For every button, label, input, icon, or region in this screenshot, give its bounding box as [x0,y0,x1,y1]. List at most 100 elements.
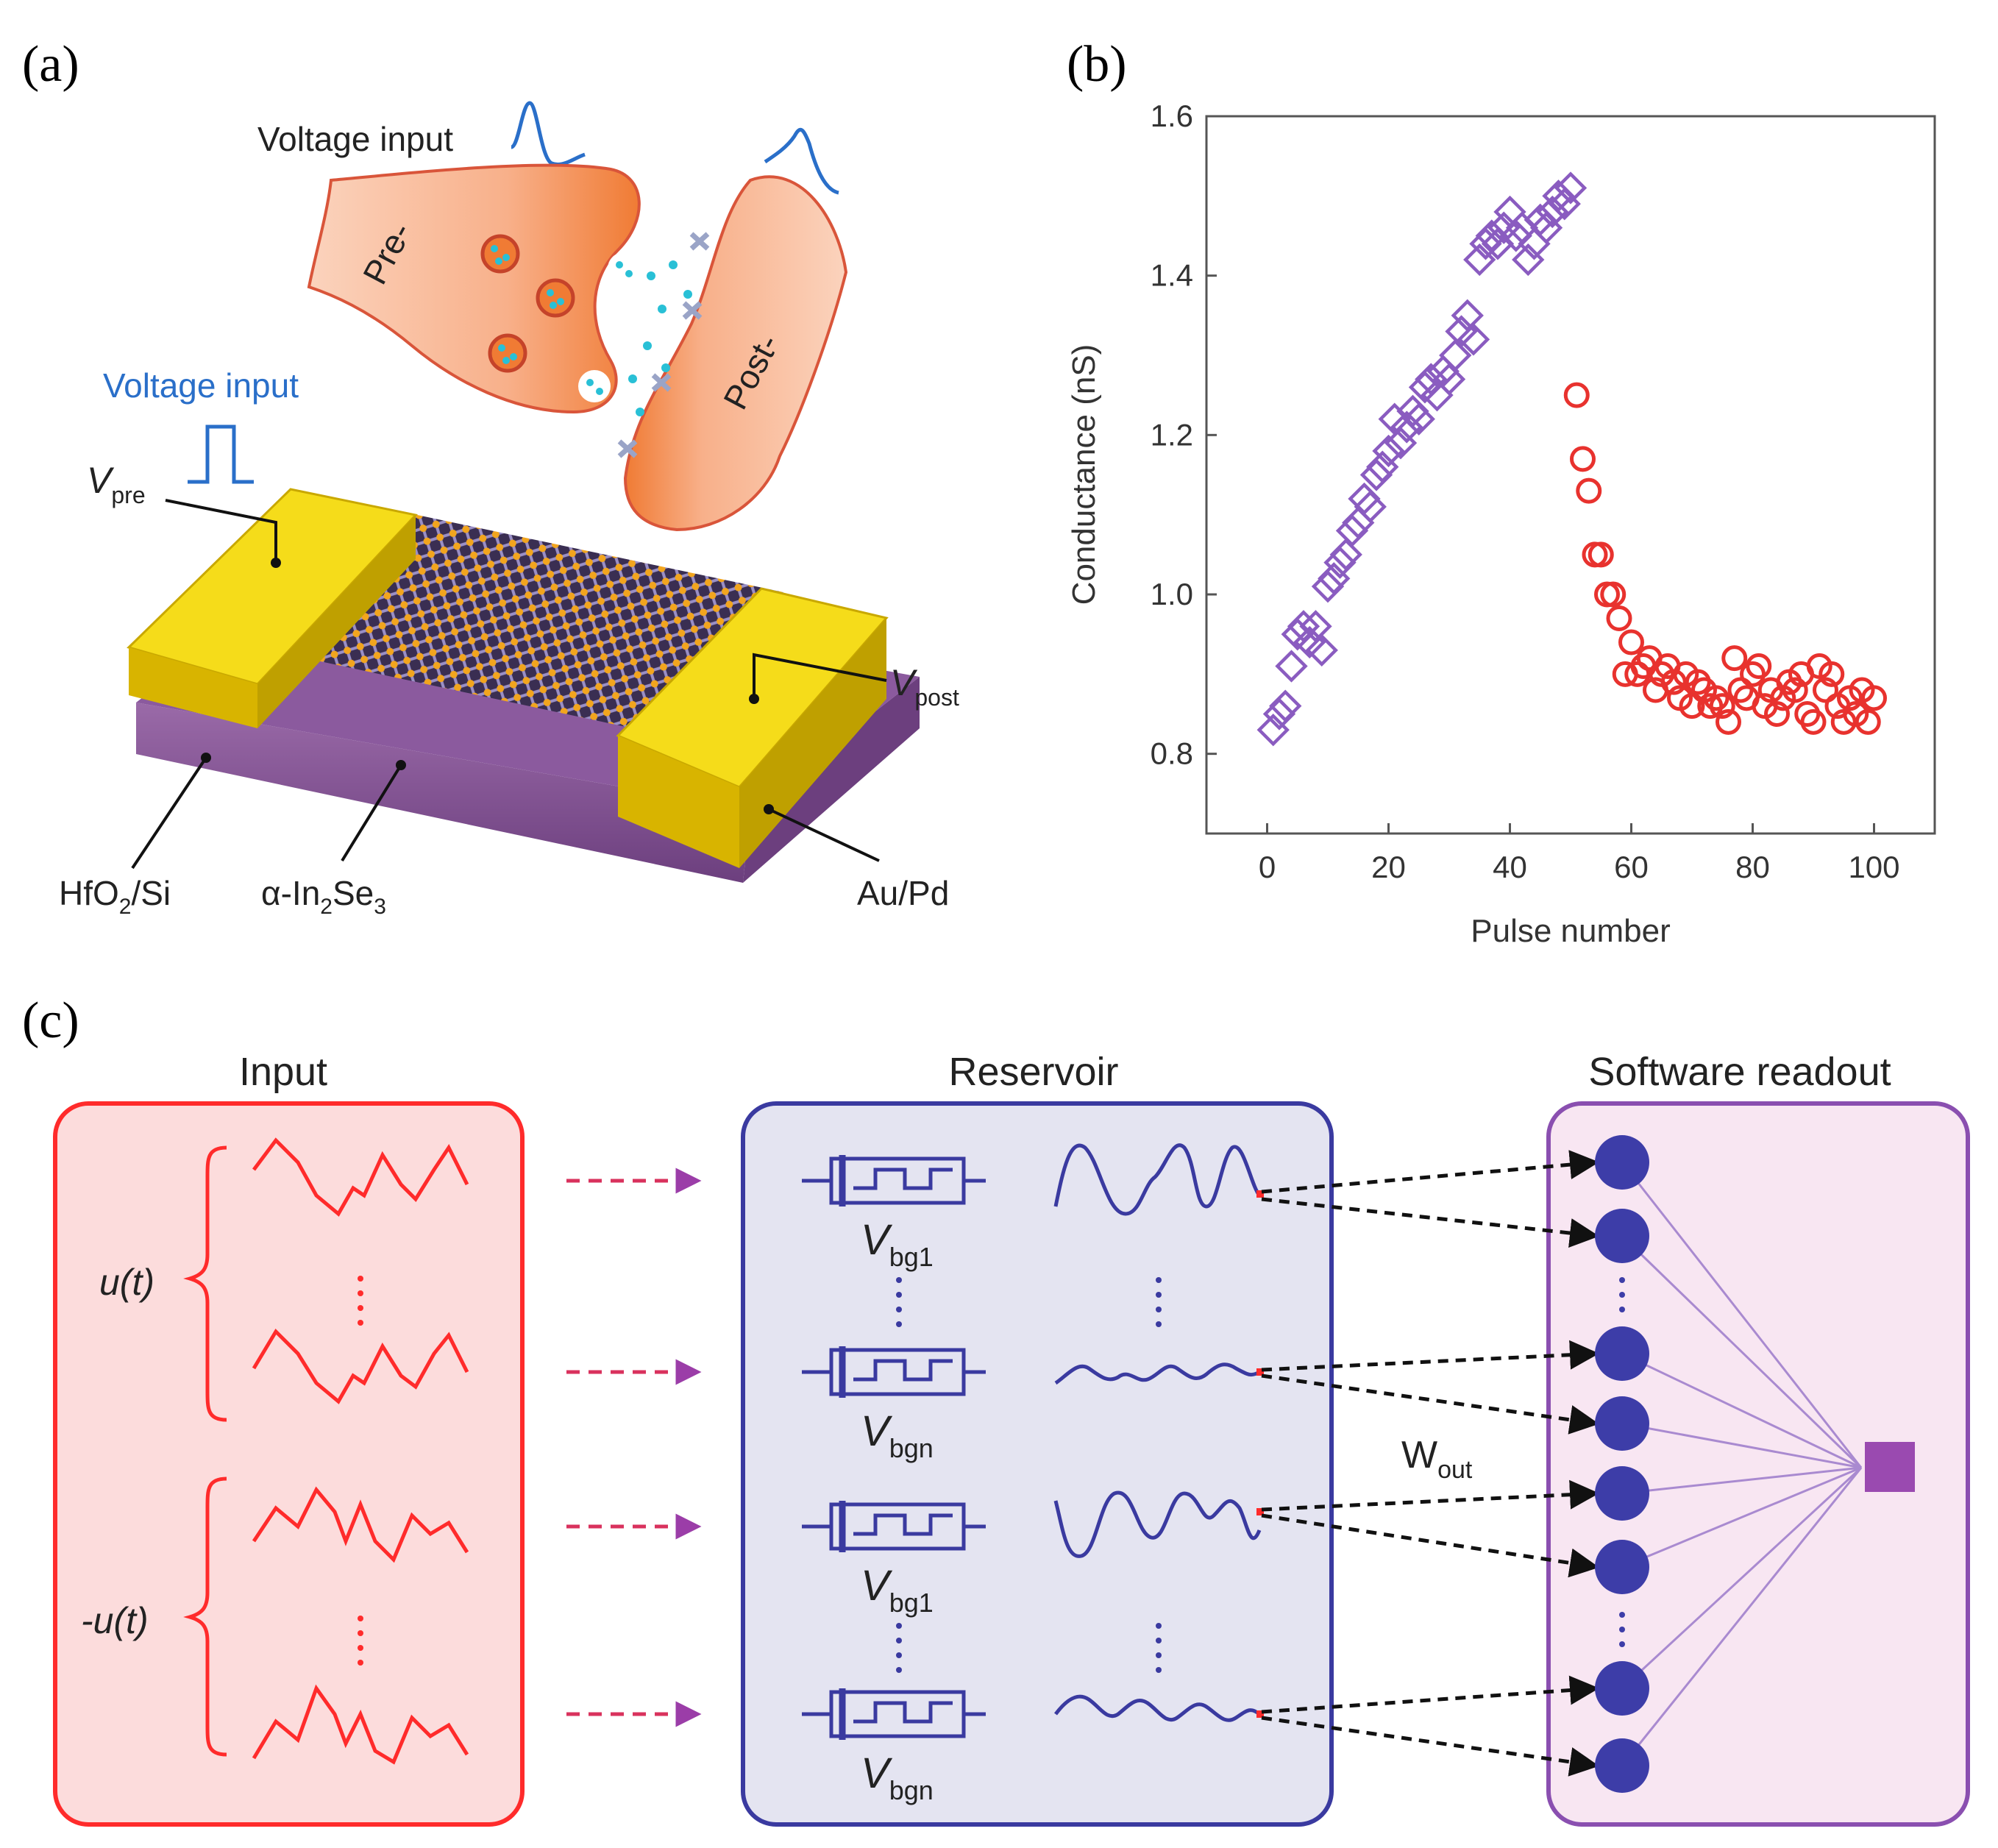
input-ellipsis [358,1276,363,1666]
x-tick-label: 0 [1259,850,1276,884]
x-tick-label: 20 [1371,850,1406,884]
x-tick-label: 100 [1848,850,1899,884]
diamond-marker [1287,610,1320,643]
reservoir-box [741,1101,1334,1827]
readout-node [1595,1661,1649,1716]
circle-marker [1819,661,1845,687]
diamond-marker [1457,323,1490,356]
reservoir-title: Reservoir [948,1050,1118,1094]
diamond-marker [1499,219,1532,252]
reservoir-states [1053,1143,1262,1722]
readout-ellipsis [1619,1277,1625,1647]
input-u-label: u(t) [99,1262,154,1303]
circle-marker [1709,693,1735,719]
y-axis: 0.81.01.21.41.6 [1151,99,1217,771]
circle-marker [1576,477,1602,504]
reservoir-devices [802,1155,986,1740]
vbg1-label-top: Vbg1 [861,1216,934,1272]
readout-nodes [1595,1135,1649,1793]
x-tick-label: 80 [1735,850,1770,884]
v-post-leader [753,653,887,699]
circle-marker [1764,701,1790,727]
diamond-marker [1269,689,1302,722]
x-tick-label: 60 [1614,850,1649,884]
substrate-side-face [743,677,920,883]
presynaptic-terminal [307,163,641,414]
postsynaptic-terminal [623,175,848,532]
diamond-marker [1311,569,1345,603]
circle-marker [1746,653,1772,679]
vbgn-label-bottom: Vbgn [861,1749,934,1805]
input-box [53,1101,525,1827]
circle-marker [1782,677,1808,703]
y-tick-label: 1.4 [1151,258,1193,293]
spike-waveform-pre [510,101,586,166]
diamond-marker [1402,402,1435,436]
readout-title: Software readout [1588,1050,1891,1094]
readout-node [1595,1209,1649,1263]
diamond-marker [1275,650,1308,683]
plot-frame [1205,115,1936,835]
readout-box [1546,1101,1970,1827]
circle-marker [1618,629,1644,655]
y-axis-label: Conductance (nS) [1066,344,1102,605]
diamond-marker [1323,546,1357,579]
diamond-marker [1554,171,1588,205]
input-braces [183,1145,227,1757]
reservoir-computing-diagram: Input Reservoir Software readout u(t) -u… [53,1050,1970,1827]
vbg1-label-bottom: Vbg1 [861,1562,934,1618]
postsynaptic-receptors [617,232,710,458]
v-pre-label: Vpre [87,460,146,508]
y-tick-label: 1.2 [1151,417,1193,452]
diamond-marker [1354,490,1387,524]
diamond-marker [1439,338,1472,372]
substrate-front-face [136,703,750,883]
v-post-label: Vpost [890,662,959,711]
w-out-label: Wout [1401,1434,1473,1484]
device-voltage-input-label: Voltage input [103,366,299,405]
readout-node [1595,1466,1649,1521]
pre-electrode-front [129,647,257,728]
data-series [1256,171,1887,747]
spike-waveform-post [764,127,839,195]
circle-marker [1813,677,1838,703]
electrode-label: Au/Pd [857,874,949,912]
neurotransmitters [628,260,692,416]
substrate-label: HfO2/Si [59,874,171,919]
circle-marker [1600,581,1627,608]
v-pre-leader [165,499,277,563]
x-axis-label: Pulse number [1471,913,1670,949]
input-signals [252,1137,469,1765]
circle-marker [1679,693,1705,719]
diamond-marker [1432,363,1466,396]
readout-connections [1621,1162,1863,1766]
readout-node [1595,1396,1649,1451]
memristor-device-icon [802,1688,986,1740]
circle-marker [1855,708,1881,735]
electrode-leader [768,808,880,862]
circle-marker [1721,645,1748,672]
memristor-device-icon [802,1346,986,1398]
y-tick-label: 1.0 [1151,577,1193,611]
channel-leader [341,764,402,862]
substrate-leader [131,756,207,870]
readout-node [1595,1135,1649,1190]
input-title: Input [239,1050,327,1094]
memristor-device-icon [802,1501,986,1552]
circle-marker [1588,541,1614,568]
post-electrode-front [618,736,739,868]
output-node [1865,1442,1915,1492]
vbgn-label-top: Vbgn [861,1407,934,1463]
bio-voltage-input-label: Voltage input [257,120,453,158]
diamond-marker [1372,434,1405,468]
readout-node [1595,1326,1649,1381]
readout-node [1595,1540,1649,1594]
panel-label-a: (a) [22,36,79,93]
diamond-marker [1335,514,1369,547]
y-tick-label: 1.6 [1151,99,1193,133]
device-illustration: Voltage input Vpre Vpost HfO2/Si α-In2Se… [59,366,959,919]
square-pulse-icon [188,424,254,484]
diamond-marker [1305,633,1338,667]
